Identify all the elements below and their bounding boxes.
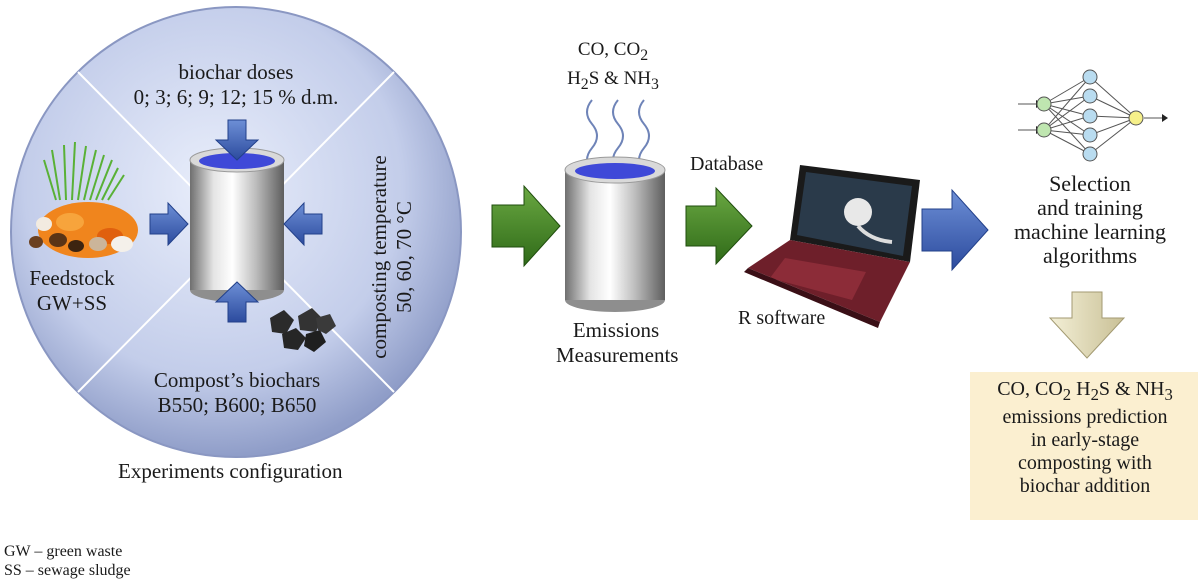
arrow-green-1-icon (491, 184, 561, 268)
biochars-values: B550; B600; B650 (157, 393, 317, 417)
arrow-right-left-icon (149, 201, 189, 247)
temperature-label: composting temperature 50, 60, 70 °C (367, 107, 417, 407)
r-software-label: R software (738, 307, 826, 329)
biochars-label: Compost’s biochars B550; B600; B650 (126, 368, 348, 418)
arrow-up-bottom-icon (214, 281, 260, 323)
gases-label: CO, CO2 H2S & NH3 (567, 39, 659, 93)
experiments-caption: Experiments configuration (118, 459, 343, 483)
biochars-title: Compost’s biochars (153, 368, 321, 392)
emissions-reactor-icon (564, 156, 666, 312)
prediction-label: CO, CO2 H2S & NH3 emissions prediction i… (997, 378, 1173, 497)
biochar-doses-label: biochar doses 0; 3; 6; 9; 12; 15 % d.m. (120, 60, 352, 110)
biochar-doses-title: biochar doses (178, 60, 294, 84)
feedstock-icon (29, 141, 138, 258)
arrow-left-right-icon (283, 201, 323, 247)
reactor-can-icon (189, 147, 285, 302)
prediction-box (970, 372, 1198, 520)
laptop-icon (744, 165, 920, 328)
feedstock-value: GW+SS (36, 291, 108, 315)
feedstock-label: Feedstock GW+SS (18, 266, 126, 316)
neural-network-icon (1018, 69, 1168, 162)
arrow-down-prediction-icon (1048, 291, 1126, 359)
temperature-title: composting temperature (367, 155, 391, 359)
biochar-pieces-icon (270, 308, 336, 352)
biochar-doses-values: 0; 3; 6; 9; 12; 15 % d.m. (133, 85, 339, 109)
legend-ss: SS – sewage sludge (4, 562, 131, 579)
feedstock-title: Feedstock (29, 266, 115, 290)
arrow-green-2-icon (685, 186, 753, 266)
arrow-blue-ml-icon (921, 188, 989, 272)
database-label: Database (690, 153, 764, 175)
emissions-subtitle: Measurements (556, 343, 679, 367)
emissions-title: Emissions (572, 318, 660, 342)
arrow-down-top-icon (214, 119, 260, 161)
temperature-values: 50, 60, 70 °C (392, 201, 416, 313)
legend-gw: GW – green waste (4, 543, 123, 560)
ml-label: Selection and training machine learning … (1013, 171, 1167, 268)
emissions-label: Emissions Measurements (556, 318, 679, 368)
